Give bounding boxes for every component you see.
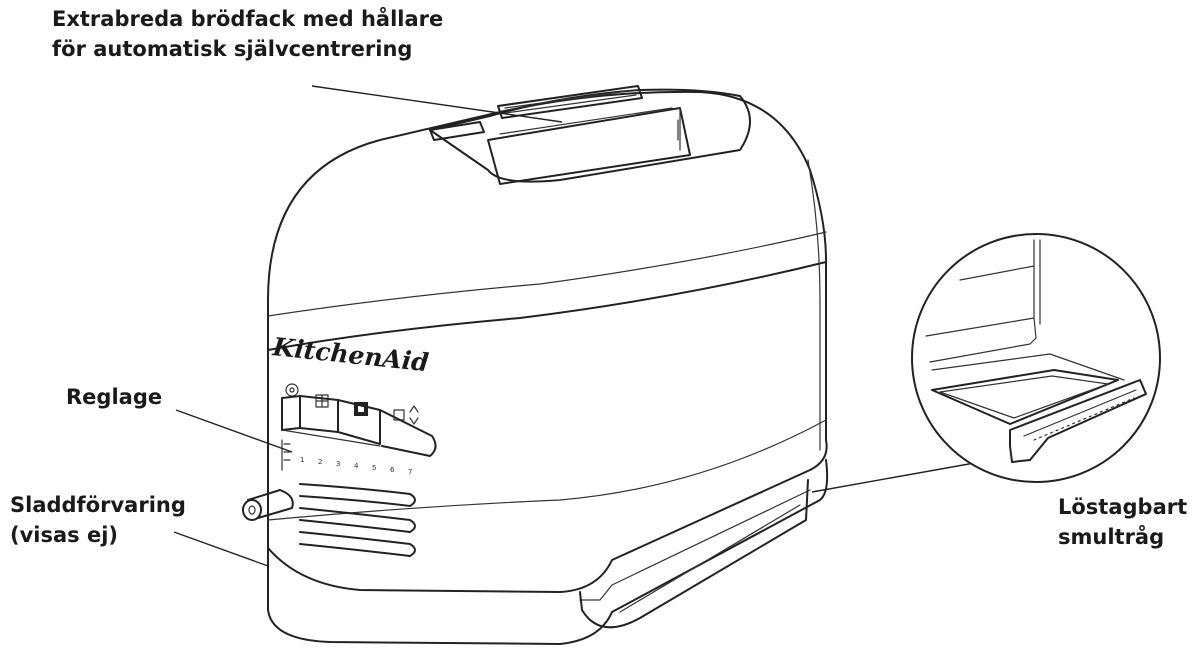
toaster-base bbox=[267, 459, 829, 645]
crumb-tray-detail-inset bbox=[911, 233, 1161, 483]
callout-bread-slots: Extrabreda brödfack med hållare för auto… bbox=[52, 4, 443, 64]
lever-track-upper bbox=[299, 483, 416, 507]
callout-line: Löstagbart bbox=[1058, 495, 1188, 519]
leader-cord bbox=[173, 531, 269, 567]
bagel-icon bbox=[285, 383, 299, 397]
body-seam-middle bbox=[267, 231, 827, 317]
lever-track-middle bbox=[299, 507, 416, 533]
body-seam-lower bbox=[267, 261, 827, 351]
front-slot bbox=[487, 107, 691, 185]
callout-line: Reglage bbox=[66, 385, 163, 409]
front-slot-inner bbox=[499, 107, 681, 151]
callout-line: Extrabreda brödfack med hållare bbox=[52, 7, 444, 31]
crumb-tray-handle bbox=[619, 504, 801, 613]
body-lower-contour bbox=[267, 419, 827, 521]
crumb-tray-front bbox=[579, 479, 809, 629]
callout-controls: Reglage bbox=[66, 382, 162, 412]
dial-mark: 4 bbox=[354, 462, 359, 470]
back-slot-grille bbox=[504, 89, 637, 114]
frozen-icon bbox=[315, 394, 329, 408]
lever-track-lower bbox=[299, 531, 416, 557]
dial-mark: 7 bbox=[408, 468, 412, 476]
dial-mark: 5 bbox=[372, 464, 376, 472]
browning-scale bbox=[281, 439, 291, 471]
lift-icon bbox=[393, 405, 419, 425]
leader-crumb-tray bbox=[811, 461, 981, 493]
dial-mark: 2 bbox=[318, 458, 322, 466]
cord-wrap-knob bbox=[242, 489, 294, 521]
callout-line: Sladdförvaring bbox=[10, 493, 186, 517]
back-slot bbox=[497, 85, 643, 119]
dial-mark: 3 bbox=[336, 460, 340, 468]
top-plateau bbox=[429, 88, 751, 183]
base-top-edge bbox=[267, 439, 828, 593]
toaster-body-outline bbox=[267, 90, 827, 549]
button-bar bbox=[281, 395, 437, 457]
base-inner-edge bbox=[579, 489, 811, 601]
dial-mark: 1 bbox=[300, 456, 304, 464]
brand-logo: KitchenAid bbox=[270, 332, 430, 377]
callout-line: för automatisk självcentrering bbox=[52, 37, 413, 61]
dial-mark: 6 bbox=[390, 466, 395, 474]
callout-line: smultråg bbox=[1058, 525, 1165, 549]
leader-slots bbox=[311, 85, 563, 123]
callout-cord-storage: Sladdförvaring (visas ej) bbox=[10, 490, 186, 550]
button-bar-lower bbox=[281, 429, 381, 447]
callout-line: (visas ej) bbox=[10, 523, 119, 547]
leader-controls bbox=[175, 409, 293, 453]
left-slot-grille bbox=[429, 121, 485, 141]
callout-crumb-tray: Löstagbart smultråg bbox=[1058, 492, 1187, 552]
body-right-edge bbox=[807, 159, 821, 451]
